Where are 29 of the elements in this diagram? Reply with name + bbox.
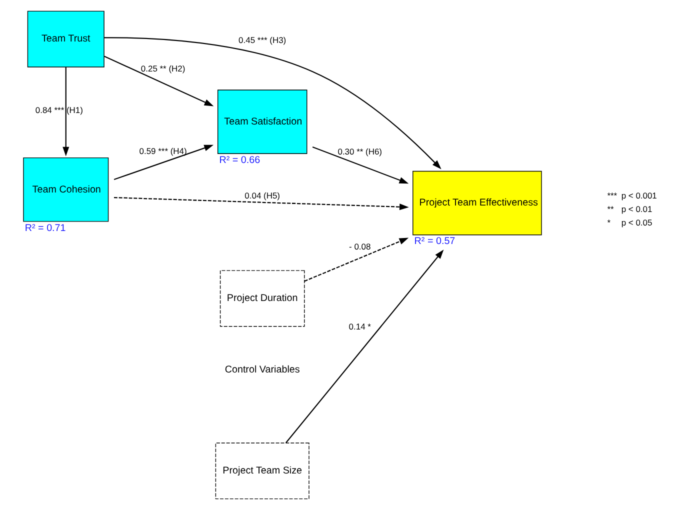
arrow — [114, 196, 409, 210]
label: * — [607, 217, 611, 228]
edge-label: 0.59 *** (H4) — [139, 146, 187, 156]
arrow — [285, 250, 444, 444]
node-label: R² = 0.66 — [219, 154, 260, 166]
node-label: R² = 0.57 — [414, 236, 456, 248]
edge-label: - 0.08 — [349, 241, 371, 252]
arrow — [62, 67, 70, 156]
edge-label: 0.04 (H5) — [244, 190, 280, 201]
node-label: R² = 0.71 — [24, 222, 66, 234]
arrow — [304, 238, 409, 282]
edge-label: 0.45 *** (H3) — [238, 35, 286, 46]
edge-label: 0.14 * — [348, 321, 371, 332]
label: p < 0.01 — [621, 204, 652, 214]
node-box: Team Trust — [27, 10, 104, 68]
label: Control Variables — [224, 364, 300, 376]
arrow — [104, 56, 214, 106]
arrow — [114, 144, 214, 180]
label: ** — [607, 204, 614, 214]
arrow — [104, 37, 442, 170]
node-box: Project Duration — [220, 270, 305, 327]
label: p < 0.001 — [621, 190, 657, 201]
edge-label: 0.30 ** (H6) — [338, 146, 382, 157]
label: p < 0.05 — [621, 217, 652, 228]
arrow — [312, 146, 409, 184]
edge-label: 0.84 *** (H1) — [35, 105, 83, 116]
node-box: Project Team Size — [215, 442, 310, 500]
label: *** — [607, 190, 618, 201]
edge-label: 0.25 ** (H2) — [140, 63, 186, 74]
